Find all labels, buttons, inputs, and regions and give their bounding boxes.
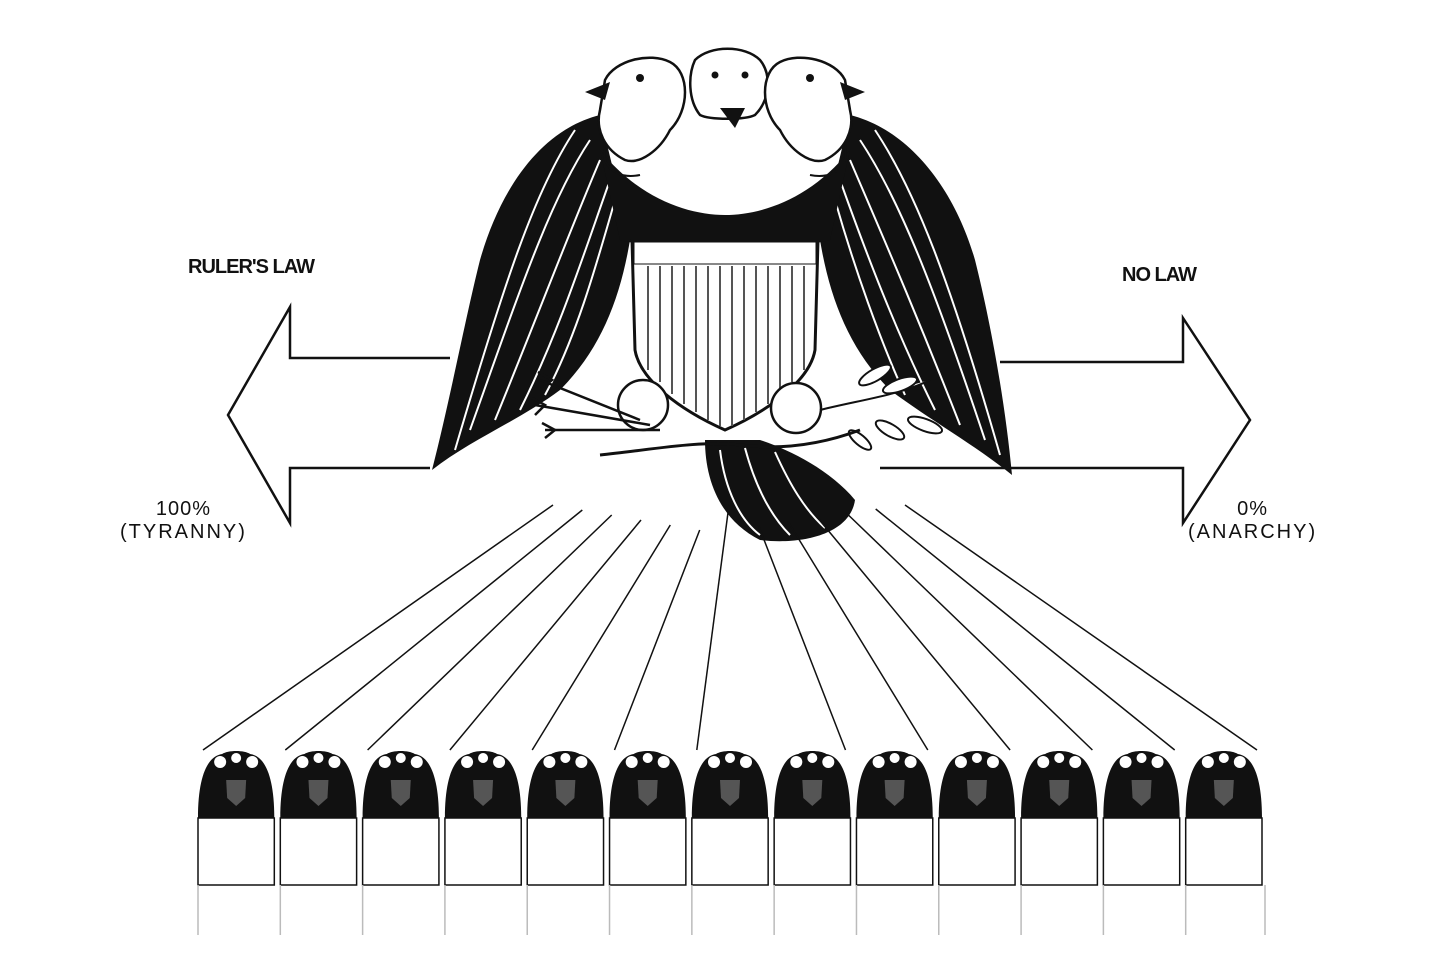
- state-item: [1020, 751, 1099, 935]
- fan-line: [202, 504, 554, 751]
- anarchy-label: 0% (ANARCHY): [1188, 498, 1317, 544]
- state-box: [444, 817, 522, 886]
- small-eagle-icon: [774, 751, 851, 818]
- fan-line: [816, 516, 1011, 751]
- rulers-law-label: RULER'S LAW: [188, 256, 315, 278]
- anarchy-percent: 0%: [1237, 498, 1269, 520]
- small-eagle-icon: [609, 751, 686, 818]
- tyranny-term: (TYRANNY): [120, 521, 247, 543]
- left-arrow-ruler-law: [226, 302, 450, 528]
- small-eagle-icon: [1185, 751, 1262, 818]
- state-box: [608, 817, 687, 886]
- tyranny-label: 100% (TYRANNY): [120, 498, 247, 544]
- small-eagle-icon: [938, 751, 1016, 818]
- state-item: [608, 751, 687, 935]
- state-item: [691, 751, 769, 935]
- state-box: [855, 817, 934, 886]
- small-eagle-icon: [1103, 751, 1180, 818]
- state-item: [773, 751, 852, 935]
- state-box: [1102, 817, 1181, 886]
- anarchy-term: (ANARCHY): [1188, 521, 1318, 543]
- states-row: [197, 751, 1266, 935]
- state-item: [279, 751, 358, 935]
- fan-lines: [202, 504, 1258, 751]
- small-eagle-icon: [856, 751, 933, 818]
- state-item: [197, 751, 276, 935]
- state-item: [444, 751, 522, 935]
- state-item: [1184, 751, 1263, 935]
- small-eagle-icon: [691, 751, 769, 818]
- small-eagle-icon: [444, 751, 522, 818]
- state-box: [938, 817, 1016, 886]
- state-item: [938, 751, 1016, 935]
- small-eagle-icon: [198, 751, 275, 818]
- state-box: [691, 817, 769, 886]
- small-eagle-icon: [1021, 751, 1098, 818]
- state-box: [773, 817, 852, 886]
- fan-line: [284, 509, 583, 751]
- fan-line: [757, 524, 847, 751]
- fan-line: [696, 504, 730, 751]
- state-item: [855, 751, 934, 935]
- small-eagle-icon: [527, 751, 604, 818]
- state-box: [361, 817, 440, 886]
- state-box: [1020, 817, 1099, 886]
- state-item: [361, 751, 440, 935]
- state-box: [1184, 817, 1263, 886]
- state-box: [526, 817, 605, 886]
- state-box: [197, 817, 276, 886]
- fan-line: [845, 512, 1093, 751]
- small-eagle-icon: [280, 751, 357, 818]
- fan-line: [367, 514, 613, 751]
- fan-line: [787, 520, 929, 751]
- fan-line: [613, 529, 701, 751]
- no-law-label: NO LAW: [1122, 264, 1197, 286]
- fan-line: [449, 519, 642, 751]
- fan-line: [875, 508, 1176, 751]
- state-item: [1102, 751, 1181, 935]
- state-item: [526, 751, 605, 935]
- small-eagle-icon: [362, 751, 439, 818]
- double-headed-eagle-icon: [432, 47, 1012, 542]
- fan-line: [531, 524, 671, 751]
- tyranny-percent: 100%: [155, 498, 212, 520]
- state-box: [279, 817, 358, 886]
- right-arrow-no-law: [880, 313, 1252, 528]
- fan-line: [904, 504, 1258, 751]
